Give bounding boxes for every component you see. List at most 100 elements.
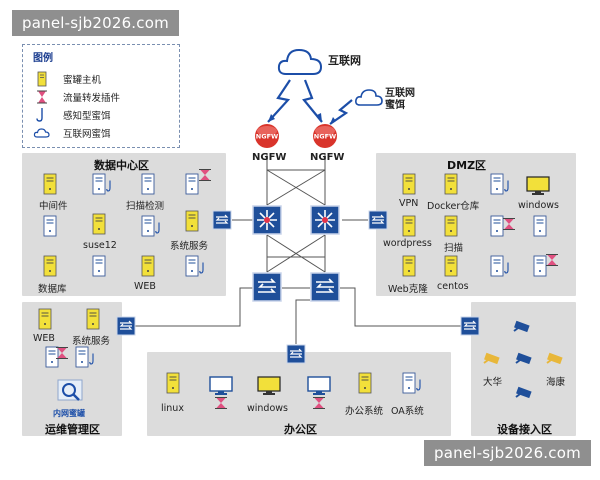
legend-label: 流量转发插件 — [63, 93, 121, 104]
firewall-badge: NGFW — [256, 133, 278, 141]
server-icon — [490, 173, 504, 195]
camera-icon — [545, 352, 567, 366]
server-icon — [185, 173, 199, 195]
access-switch-icon — [368, 210, 388, 230]
label-web: WEB — [134, 281, 156, 292]
server-icon — [92, 255, 106, 277]
server-icon — [92, 173, 106, 195]
label-scan: 扫描 — [444, 243, 464, 254]
label-scan-detect: 扫描检测 — [126, 201, 165, 212]
zone-office — [147, 352, 451, 436]
legend: 图例 蜜罐主机 流量转发插件 感知型蜜饵 互联网蜜饵 — [22, 44, 180, 148]
hourglass-icon — [312, 396, 326, 410]
hook-icon — [36, 108, 43, 122]
camera-icon — [514, 386, 536, 400]
hook-icon — [89, 353, 97, 365]
cloud-icon — [33, 128, 50, 138]
access-switch-icon — [286, 344, 306, 364]
internet-bait-cloud-icon — [355, 89, 383, 106]
label-database: 数据库 — [38, 284, 67, 295]
watermark-top: panel-sjb2026.com — [12, 10, 179, 36]
camera-icon — [514, 352, 536, 366]
label-ops-system: 系统服务 — [72, 336, 111, 347]
honeypot-host-icon — [402, 255, 416, 277]
access-switch-icon — [460, 316, 480, 336]
honeypot-host-icon — [402, 173, 416, 195]
legend-item-internet-bait: 互联网蜜饵 — [33, 125, 111, 141]
server-icon — [185, 255, 199, 277]
label-ops-web: WEB — [33, 333, 55, 344]
label-linux: linux — [161, 403, 184, 414]
access-switch-icon — [116, 316, 136, 336]
legend-label: 蜜罐主机 — [63, 75, 102, 86]
hook-icon — [504, 262, 512, 274]
hourglass-icon — [198, 168, 212, 182]
server-icon — [490, 255, 504, 277]
label-suse: suse12 — [83, 240, 117, 251]
label-office-windows: windows — [247, 403, 288, 414]
label-vpn: VPN — [399, 198, 419, 209]
label-web-clone: Web克隆 — [388, 284, 428, 295]
honeypot-host-icon — [92, 213, 106, 235]
hourglass-icon — [214, 396, 228, 410]
label-dahua: 大华 — [483, 377, 503, 388]
honeypot-host-icon — [358, 372, 372, 394]
honeypot-host-icon — [166, 372, 180, 394]
camera-icon — [512, 320, 534, 334]
hook-icon — [106, 180, 114, 192]
intranet-honeypot-icon — [57, 379, 83, 401]
legend-item-honeypot-host: 蜜罐主机 — [33, 71, 101, 87]
internet-cloud-icon — [277, 48, 323, 75]
camera-icon — [482, 352, 504, 366]
label-intranet-honeypot: 内网蜜罐 — [53, 409, 85, 418]
label-oa-system: OA系统 — [391, 406, 424, 417]
server-icon — [402, 372, 416, 394]
hook-icon — [155, 222, 163, 234]
honeypot-pc-icon — [526, 176, 550, 196]
honeypot-host-icon — [444, 215, 458, 237]
firewall-icon: NGFW — [313, 124, 337, 148]
server-icon — [141, 173, 155, 195]
hook-icon — [504, 180, 512, 192]
label-wordpress: wordpress — [383, 238, 432, 249]
access-switch-icon — [212, 210, 232, 230]
switch-icon — [310, 272, 340, 302]
hook-icon — [199, 262, 207, 274]
hook-icon — [416, 379, 424, 391]
zone-title-ops: 运维管理区 — [45, 423, 100, 436]
switch-icon — [252, 272, 282, 302]
label-hikvision: 海康 — [546, 377, 566, 388]
honeypot-host-icon — [141, 255, 155, 277]
label-centos: centos — [437, 281, 469, 292]
label-docker: Docker仓库 — [427, 201, 480, 212]
legend-label: 感知型蜜饵 — [63, 111, 111, 122]
core-switch-icon — [310, 205, 340, 235]
server-icon — [75, 346, 89, 368]
honeypot-pc-icon — [257, 376, 281, 396]
honeypot-host-icon — [38, 308, 52, 330]
label-middleware: 中间件 — [39, 201, 68, 212]
zone-title-datacenter: 数据中心区 — [94, 159, 149, 172]
hourglass-icon — [502, 217, 516, 231]
legend-item-aware-bait: 感知型蜜饵 — [33, 107, 111, 123]
zone-title-dmz: DMZ区 — [447, 159, 487, 172]
honeypot-host-icon — [43, 173, 57, 195]
hourglass-icon — [545, 253, 559, 267]
honeypot-host-icon — [43, 255, 57, 277]
hourglass-icon — [55, 346, 69, 360]
label-system-service: 系统服务 — [170, 241, 209, 252]
legend-label: 互联网蜜饵 — [63, 129, 111, 140]
server-icon — [141, 215, 155, 237]
yellow-server-icon — [37, 71, 47, 87]
internet-bait-label-1: 互联网 — [385, 88, 415, 99]
internet-bait-label-2: 蜜饵 — [385, 100, 405, 111]
server-icon — [43, 215, 57, 237]
watermark-bottom: panel-sjb2026.com — [424, 440, 591, 466]
firewall-badge: NGFW — [314, 133, 336, 141]
firewall-label: NGFW — [310, 152, 345, 163]
honeypot-host-icon — [402, 215, 416, 237]
legend-title: 图例 — [33, 53, 53, 64]
label-office-system: 办公系统 — [345, 406, 384, 417]
honeypot-host-icon — [444, 255, 458, 277]
